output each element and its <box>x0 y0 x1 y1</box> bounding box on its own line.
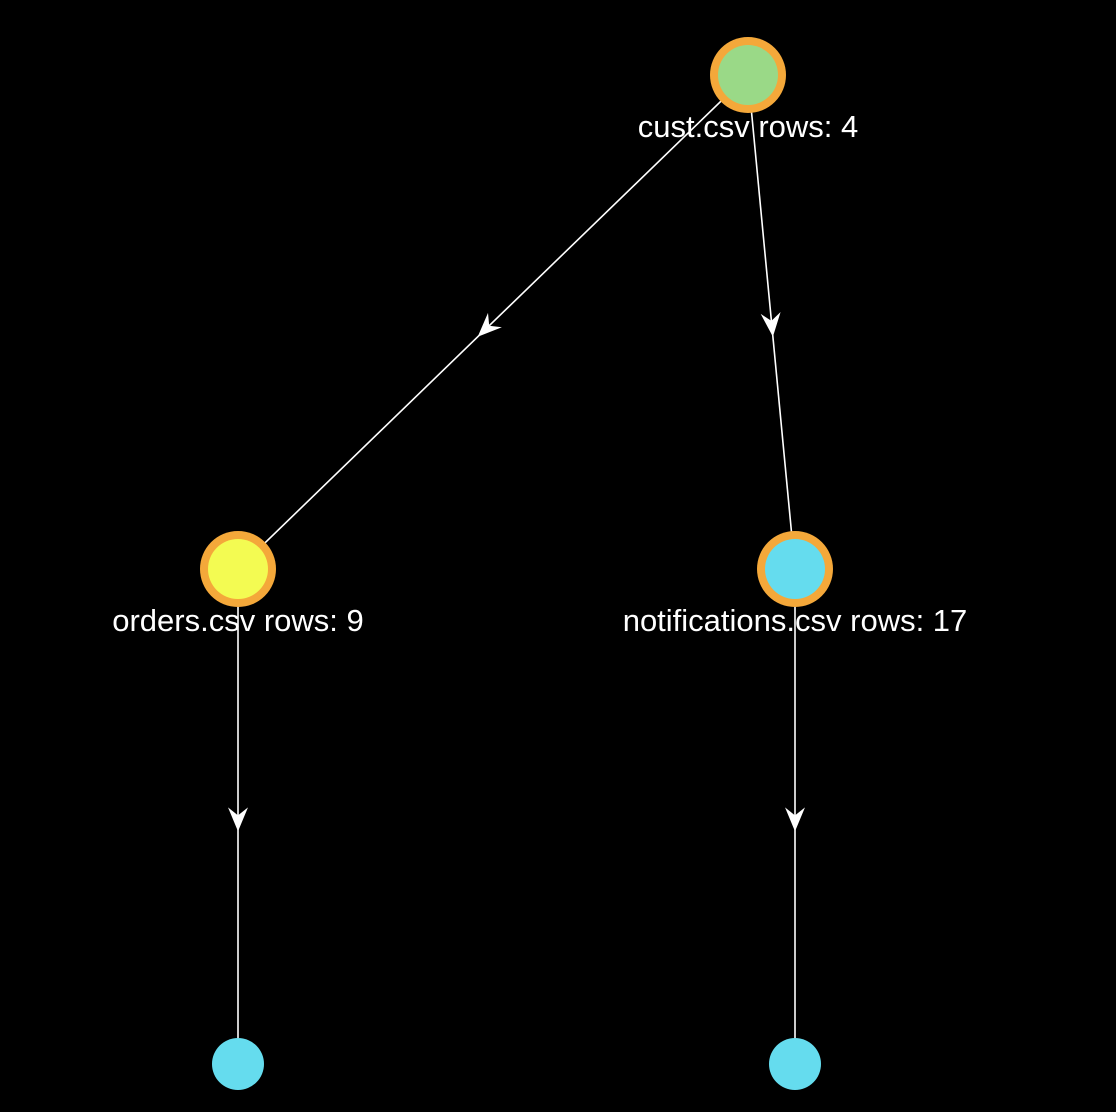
node-label-cust: cust.csv rows: 4 <box>638 109 859 144</box>
node-cust[interactable] <box>710 37 786 113</box>
nodes-layer <box>200 37 833 1090</box>
edge-cust-to-notifications <box>747 74 796 570</box>
arrowhead-icon <box>785 807 805 832</box>
node-leaf-orders[interactable] <box>212 1038 264 1090</box>
arrowhead-icon <box>760 312 781 337</box>
node-notifications[interactable] <box>757 531 833 607</box>
node-core <box>212 1038 264 1090</box>
labels-layer: cust.csv rows: 4 orders.csv rows: 9 noti… <box>112 109 967 638</box>
node-label-notifications: notifications.csv rows: 17 <box>623 603 968 638</box>
node-core <box>718 45 778 105</box>
node-leaf-notifications[interactable] <box>769 1038 821 1090</box>
node-core <box>769 1038 821 1090</box>
edge-line <box>237 74 749 570</box>
node-core <box>765 539 825 599</box>
edge-notifications-to-leaf-notifications <box>785 569 805 1064</box>
node-core <box>208 539 268 599</box>
arrowhead-icon <box>477 312 502 337</box>
arrowhead-icon <box>228 807 248 832</box>
edge-cust-to-orders <box>237 74 749 570</box>
edge-orders-to-leaf-orders <box>228 569 248 1064</box>
node-orders[interactable] <box>200 531 276 607</box>
node-label-orders: orders.csv rows: 9 <box>112 603 364 638</box>
edges-layer <box>228 74 805 1064</box>
